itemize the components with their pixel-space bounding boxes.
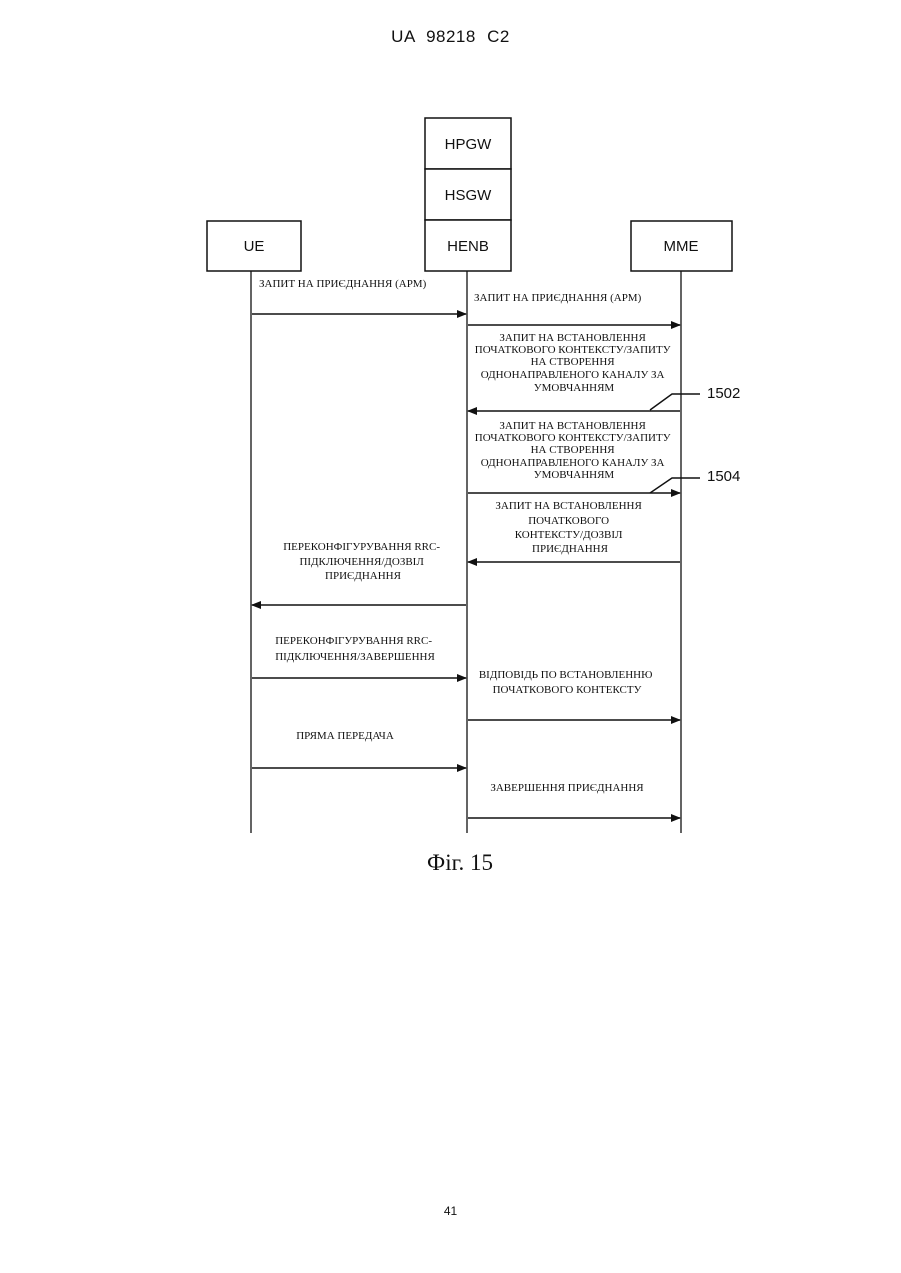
entity-ue-label: UE — [244, 238, 265, 255]
entity-hsgw: HSGW — [425, 169, 511, 220]
figure-caption: Фіг. 15 — [0, 850, 901, 876]
reference-leader-1502 — [650, 394, 700, 410]
message-label: ЗАВЕРШЕННЯ ПРИЄДНАННЯ — [490, 782, 644, 794]
message-direct-transfer: ПРЯМА ПЕРЕДАЧА — [252, 730, 466, 768]
message-label: ЗАПИТ НА ВСТАНОВЛЕННЯ ПОЧАТКОВОГО КОНТЕК… — [475, 332, 673, 394]
message-attach-request-ue: ЗАПИТ НА ПРИЄДНАННЯ (АРМ) — [252, 278, 466, 314]
message-rrc-reconfiguration-complete: ПЕРЕКОНФІГУРУВАННЯ RRC- ПІДКЛЮЧЕННЯ/ЗАВЕ… — [252, 635, 466, 678]
entity-henb-label: HENB — [447, 238, 489, 255]
entity-hpgw-label: HPGW — [445, 136, 493, 153]
reference-label-1504: 1504 — [707, 468, 740, 485]
message-attach-request-henb: ЗАПИТ НА ПРИЄДНАННЯ (АРМ) — [468, 292, 680, 325]
message-label: ПЕРЕКОНФІГУРУВАННЯ RRC- ПІДКЛЮЧЕННЯ/ДОЗВ… — [283, 541, 443, 582]
entity-ue: UE — [207, 221, 301, 271]
message-label: ВІДПОВІДЬ ПО ВСТАНОВЛЕННЮ ПОЧАТКОВОГО КО… — [479, 669, 655, 696]
message-rrc-reconfiguration-attach-accept: ПЕРЕКОНФІГУРУВАННЯ RRC- ПІДКЛЮЧЕННЯ/ДОЗВ… — [252, 541, 466, 605]
message-attach-complete: ЗАВЕРШЕННЯ ПРИЄДНАННЯ — [468, 782, 680, 818]
reference-label-1502: 1502 — [707, 385, 740, 402]
entity-henb: HENB — [425, 220, 511, 271]
entity-mme: MME — [631, 221, 732, 271]
message-label: ЗАПИТ НА ВСТАНОВЛЕННЯ ПОЧАТКОВОГО КОНТЕК… — [495, 500, 644, 555]
page-number: 41 — [0, 1204, 901, 1218]
message-label: ПРЯМА ПЕРЕДАЧА — [296, 730, 394, 742]
message-label: ЗАПИТ НА ПРИЄДНАННЯ (АРМ) — [474, 292, 642, 304]
message-label: ЗАПИТ НА ВСТАНОВЛЕННЯ ПОЧАТКОВОГО КОНТЕК… — [475, 420, 673, 481]
message-initial-context-setup-response: ВІДПОВІДЬ ПО ВСТАНОВЛЕННЮ ПОЧАТКОВОГО КО… — [468, 669, 680, 720]
sequence-diagram: HPGW HSGW HENB UE MME ЗАПИТ НА ПРИЄДНАНН… — [0, 0, 901, 840]
message-label: ПЕРЕКОНФІГУРУВАННЯ RRC- ПІДКЛЮЧЕННЯ/ЗАВЕ… — [275, 635, 435, 663]
message-initial-context-setup-request-2: ЗАПИТ НА ВСТАНОВЛЕННЯ ПОЧАТКОВОГО КОНТЕК… — [468, 420, 740, 493]
message-label: ЗАПИТ НА ПРИЄДНАННЯ (АРМ) — [259, 278, 427, 290]
entity-hpgw: HPGW — [425, 118, 511, 169]
message-initial-context-attach-accept: ЗАПИТ НА ВСТАНОВЛЕННЯ ПОЧАТКОВОГО КОНТЕК… — [468, 500, 680, 562]
entity-hsgw-label: HSGW — [445, 187, 493, 204]
reference-leader-1504 — [650, 478, 700, 493]
message-initial-context-setup-request-1: ЗАПИТ НА ВСТАНОВЛЕННЯ ПОЧАТКОВОГО КОНТЕК… — [468, 332, 740, 411]
entity-mme-label: MME — [664, 238, 699, 255]
